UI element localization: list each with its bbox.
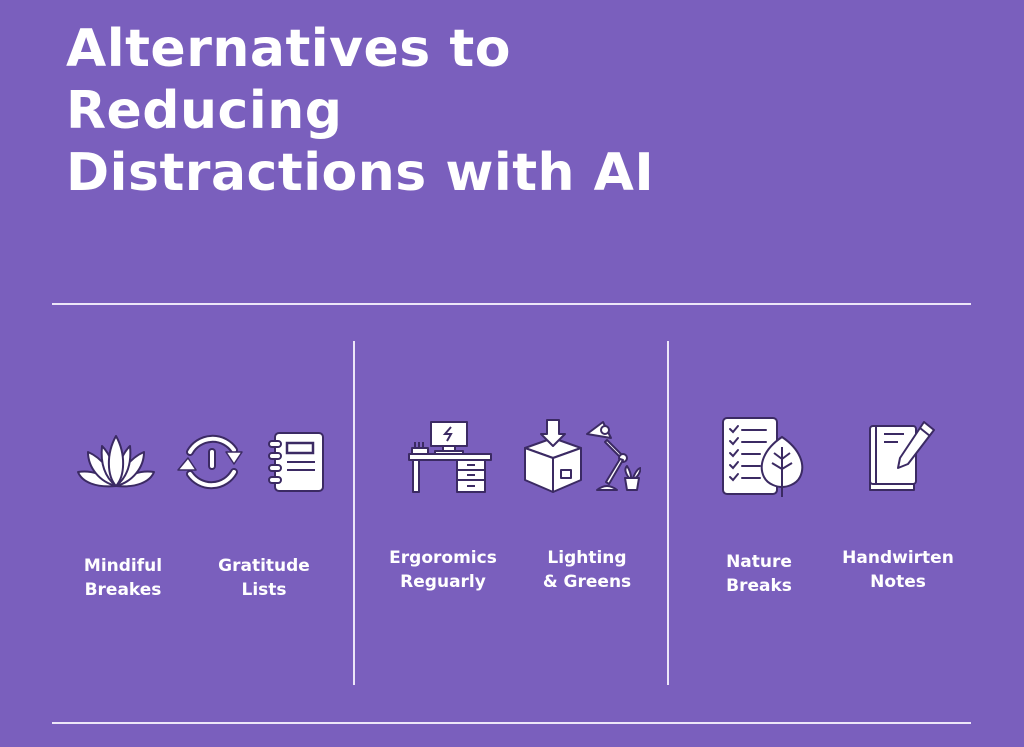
label-line: Gratitude xyxy=(218,556,310,576)
label-line: Lighting xyxy=(547,548,627,568)
label-mindful-breaks: Mindiful Breakes xyxy=(48,554,198,602)
column-divider-2 xyxy=(667,341,669,685)
label-line: Breaks xyxy=(726,576,792,596)
desk-computer-icon xyxy=(407,420,495,496)
notebook-icon xyxy=(266,430,326,494)
label-handwritten-notes: Handwirten Notes xyxy=(823,546,973,594)
label-line: Lists xyxy=(241,580,287,600)
label-line: & Greens xyxy=(542,572,632,592)
title-line-3: Distractions with AI xyxy=(66,143,655,203)
title-line-2: Reducing xyxy=(66,81,343,141)
label-line: Handwirten xyxy=(842,548,954,568)
label-nature-breaks: Nature Breaks xyxy=(684,550,834,598)
label-ergonomics: Ergoromics Reguarly xyxy=(368,546,518,594)
title-line-1: Alternatives to xyxy=(66,19,511,79)
top-divider xyxy=(52,303,971,305)
desk-lamp-plant-icon xyxy=(585,420,641,494)
label-line: Ergoromics xyxy=(389,548,497,568)
page-title: Alternatives to Reducing Distractions wi… xyxy=(66,18,654,204)
label-gratitude-lists: Gratitude Lists xyxy=(189,554,339,602)
label-line: Reguarly xyxy=(400,572,486,592)
book-pencil-icon xyxy=(866,420,942,492)
label-line: Mindiful xyxy=(83,556,163,576)
lotus-icon xyxy=(76,432,156,492)
label-line: Nature xyxy=(726,552,792,572)
column-divider-1 xyxy=(353,341,355,685)
label-lighting-greens: Lighting & Greens xyxy=(512,546,662,594)
checklist-leaf-icon xyxy=(720,415,810,497)
refresh-clock-icon xyxy=(174,430,250,494)
bottom-divider xyxy=(52,722,971,724)
box-download-icon xyxy=(523,418,583,494)
label-line: Breakes xyxy=(84,580,162,600)
label-line: Notes xyxy=(870,572,926,592)
